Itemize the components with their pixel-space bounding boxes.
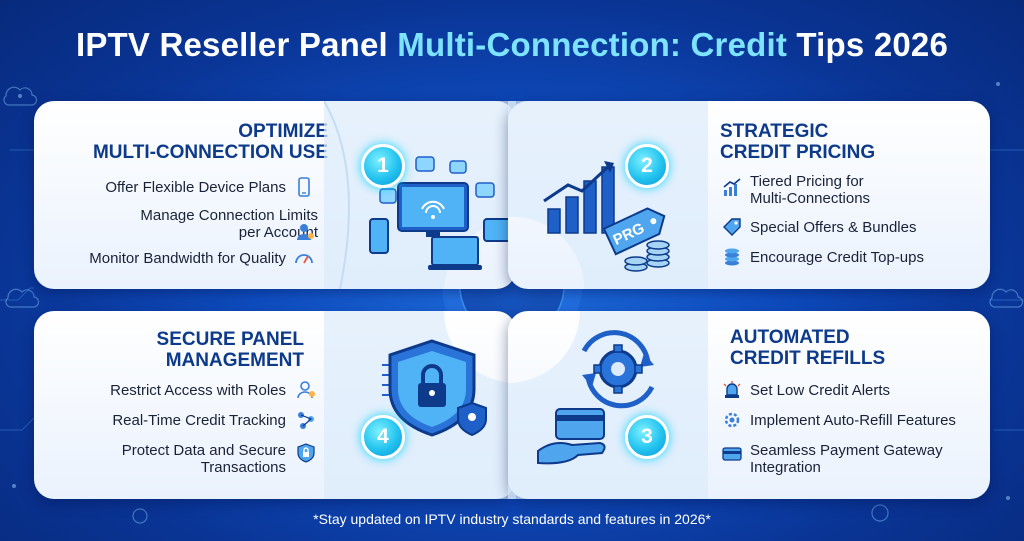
network-node-icon (871, 504, 889, 522)
lock-shield-icon (297, 443, 315, 463)
list-item: Special Offers & Bundles (750, 219, 917, 236)
speedometer-icon (295, 254, 313, 264)
user-settings-icon (297, 224, 314, 240)
card-heading: SECURE PANEL MANAGEMENT (156, 329, 304, 371)
list-item: Encourage Credit Top-ups (750, 249, 924, 266)
step-badge-2: 2 (625, 144, 669, 188)
price-tag-icon (723, 218, 741, 236)
card-automated-credit-refills: 3 AUTOMATED CREDIT REFILLS Set Low Credi… (508, 311, 990, 499)
list-item: Tiered Pricing for Multi-Connections (750, 173, 871, 207)
list-item: Restrict Access with Roles (110, 382, 286, 399)
step-badge-4: 4 (361, 415, 405, 459)
auto-refill-illustration (508, 311, 708, 499)
title-part-4: Tips 2026 (796, 26, 949, 63)
payment-card-icon (722, 447, 742, 461)
pricing-chart-illustration: PRG (508, 101, 708, 289)
alarm-icon (723, 381, 741, 398)
title-part-1: IPTV Reseller Panel (75, 26, 388, 63)
trend-chart-icon (723, 178, 741, 196)
cloud-icon (989, 288, 1024, 308)
cloud-icon (5, 288, 40, 308)
card-heading: STRATEGIC CREDIT PRICING (720, 121, 876, 163)
list-item: Set Low Credit Alerts (750, 382, 891, 399)
title-part-2: Multi-Connection: (397, 26, 682, 63)
list-item: Real-Time Credit Tracking (112, 412, 286, 429)
tracking-icon (298, 412, 314, 429)
footer-note: *Stay updated on IPTV industry standards… (313, 511, 711, 527)
multi-device-illustration (324, 101, 516, 289)
gear-refresh-icon (724, 412, 740, 428)
card-optimize-multi-connection: OPTIMIZE MULTI-CONNECTION USE Offer Flex… (34, 101, 516, 289)
card-strategic-credit-pricing: PRG 2 STRATEGIC CREDIT PRICING Tiered Pr… (508, 101, 990, 289)
title-part-3: Credit (690, 26, 788, 63)
card-heading: OPTIMIZE MULTI-CONNECTION USE (92, 121, 328, 163)
user-roles-icon (297, 381, 315, 399)
step-badge-1: 1 (361, 144, 405, 188)
list-item: Offer Flexible Device Plans (105, 179, 286, 196)
card-heading: AUTOMATED CREDIT REFILLS (730, 327, 886, 369)
coin-stack-icon (725, 248, 739, 266)
smartphone-icon (298, 177, 310, 197)
list-item: Seamless Payment Gateway Integration (750, 442, 943, 476)
card-secure-panel-management: SECURE PANEL MANAGEMENT Restrict Access … (34, 311, 516, 499)
step-badge-3: 3 (625, 415, 669, 459)
network-node-icon (132, 508, 148, 524)
cloud-icon (3, 86, 38, 106)
list-item: Protect Data and Secure Transactions (121, 442, 286, 476)
list-item: Implement Auto-Refill Features (750, 412, 956, 429)
list-item: Manage Connection Limits per Account (140, 207, 318, 241)
page-title: IPTV Reseller Panel Multi-Connection: Cr… (0, 26, 1024, 64)
security-shield-illustration (324, 311, 516, 499)
list-item: Monitor Bandwidth for Quality (89, 250, 286, 267)
